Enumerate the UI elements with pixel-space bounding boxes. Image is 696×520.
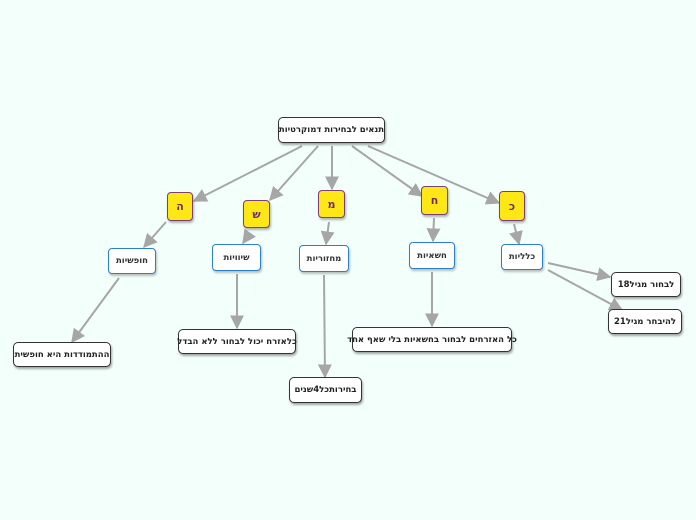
root-node[interactable]: תנאים לבחירות דמוקרטיות bbox=[278, 117, 385, 143]
edge-root-k bbox=[367, 145, 501, 205]
leaf-node-ezrach[interactable]: כלאזרח יכול לבחור ללא הבדל bbox=[177, 329, 297, 354]
leaf-node-hitmodedut[interactable]: ההתמודדות היא חופשית bbox=[13, 342, 111, 367]
leaf-node-hitmodedut-label: ההתמודדות היא חופשית bbox=[14, 349, 110, 360]
edge-sh-shivyonit bbox=[242, 228, 256, 245]
branch-node-klaliyut[interactable]: כלליות bbox=[501, 244, 543, 270]
leaf-node-livchor[interactable]: לבחור מגיל18 bbox=[611, 272, 681, 297]
letter-node-ch[interactable]: ח bbox=[421, 186, 448, 215]
branch-node-klaliyut-label: כלליות bbox=[508, 252, 536, 262]
leaf-node-shanim-label: בחירותכל4שנים bbox=[294, 385, 357, 395]
branch-node-shivyonit-label: שיוויות bbox=[223, 252, 250, 263]
leaf-node-shanim[interactable]: בחירותכל4שנים bbox=[289, 377, 362, 403]
letter-node-sh-label: ש bbox=[252, 207, 261, 221]
branch-node-chashaiyut[interactable]: חשאיות bbox=[409, 242, 455, 269]
letter-node-m[interactable]: מ bbox=[318, 190, 345, 218]
leaf-node-lehibachar-label: להיבחר מגיל21 bbox=[613, 316, 677, 327]
branch-node-hofshiyut-label: חופשיות bbox=[115, 256, 149, 266]
letter-node-k[interactable]: כ bbox=[499, 191, 525, 221]
letter-node-h-label: ה bbox=[176, 200, 184, 213]
leaf-node-ezrachim-label: כל האזרחים לבחור בחשאיות בלי שאף אחד bbox=[347, 334, 517, 345]
edge-machzoriyut-leaf bbox=[317, 274, 332, 379]
edge-k-klaliyut bbox=[509, 223, 523, 246]
leaf-node-lehibachar[interactable]: להיבחר מגיל21 bbox=[608, 309, 682, 334]
edge-m-machzoriyut bbox=[320, 221, 335, 246]
edge-root-sh bbox=[269, 145, 319, 202]
edge-h-hofshiyut bbox=[143, 221, 167, 249]
root-node-label: תנאים לבחירות דמוקרטיות bbox=[278, 125, 385, 135]
letter-node-m-label: מ bbox=[327, 197, 336, 211]
edge-root-h bbox=[192, 145, 303, 202]
leaf-node-ezrachim[interactable]: כל האזרחים לבחור בחשאיות בלי שאף אחד bbox=[347, 327, 517, 352]
leaf-node-ezrach-label: כלאזרח יכול לבחור ללא הבדל bbox=[177, 336, 297, 347]
edge-klaliyut-leaf-21 bbox=[547, 269, 624, 311]
letter-node-ch-label: ח bbox=[430, 194, 439, 207]
branch-node-machzoriyut-label: מחזוריות bbox=[306, 253, 342, 264]
branch-node-hofshiyut[interactable]: חופשיות bbox=[108, 248, 156, 274]
leaf-node-livchor-label: לבחור מגיל18 bbox=[617, 279, 675, 290]
letter-node-sh[interactable]: ש bbox=[243, 200, 270, 228]
edge-root-ch bbox=[351, 145, 424, 197]
letter-node-h[interactable]: ה bbox=[167, 192, 193, 221]
edge-hofshiyut-leaf bbox=[71, 277, 120, 344]
edge-ch-chashaiyut bbox=[426, 217, 441, 243]
branch-node-machzoriyut[interactable]: מחזוריות bbox=[299, 245, 349, 272]
branch-node-chashaiyut-label: חשאיות bbox=[417, 250, 447, 261]
branch-node-shivyonit[interactable]: שיוויות bbox=[212, 244, 261, 271]
edge-klaliyut-leaf-18 bbox=[547, 262, 612, 282]
letter-node-k-label: כ bbox=[508, 199, 516, 213]
